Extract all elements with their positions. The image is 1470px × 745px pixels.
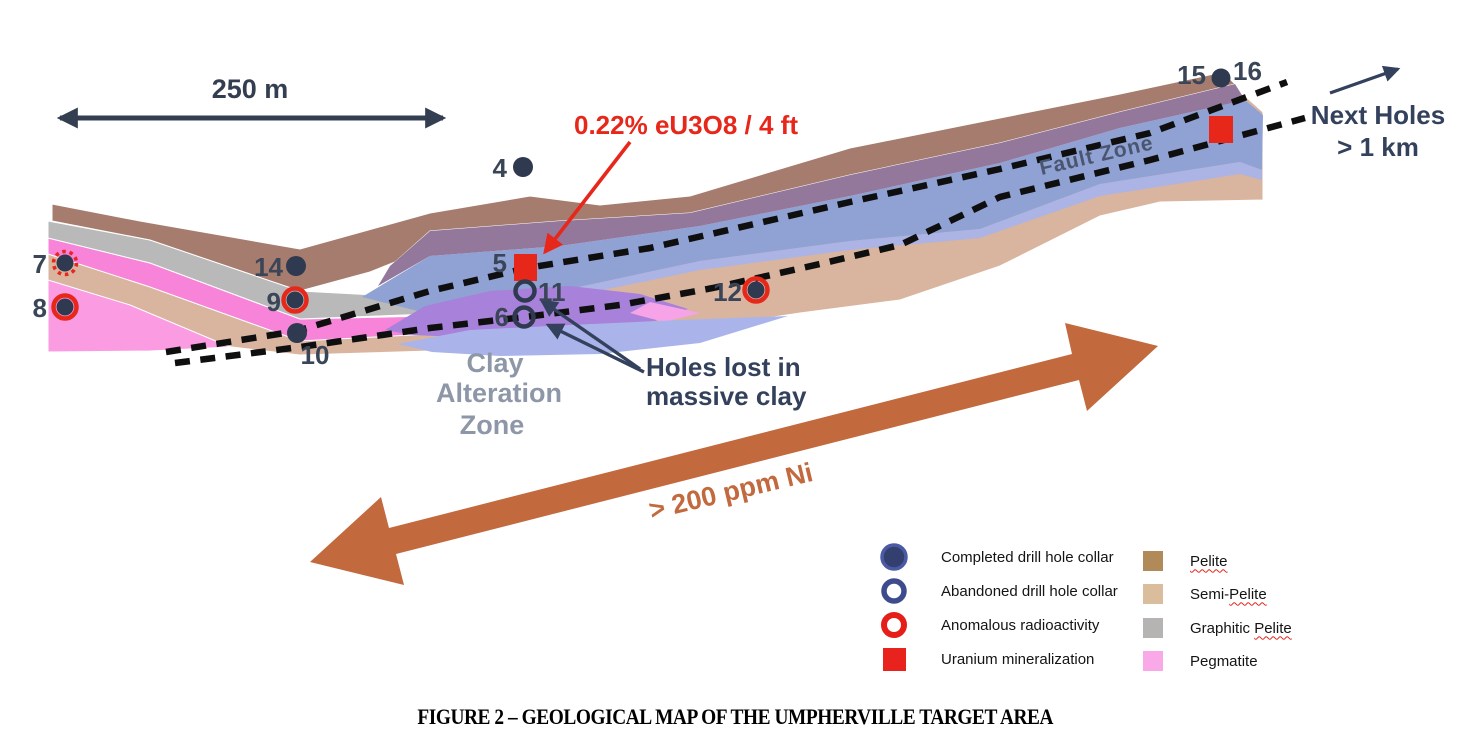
uranium-mineralization-icon: [883, 648, 906, 671]
drill-hole-11-marker: [513, 279, 537, 303]
drill-hole-12-marker: [747, 281, 765, 299]
legend-label-uranium: Uranium mineralization: [941, 650, 1095, 668]
fault-boundary-upper-dashed-line: [165, 78, 1289, 356]
clay-zone-label-line1: Clay: [466, 348, 523, 378]
drill-hole-7-marker: [56, 254, 74, 272]
drill-hole-8-label: 8: [33, 293, 47, 323]
drill-hole-6-marker: [512, 305, 536, 329]
next-holes-arrow: [1329, 65, 1401, 95]
next-holes-annotation: Next Holes > 1 km: [1311, 65, 1445, 162]
drill-hole-10-marker: [287, 323, 307, 343]
drill-holes: 4 5 6 7 8 9 10 11 12 14 15 16: [33, 56, 1262, 370]
legend-label-graphitic-pelite: Graphitic Pelite: [1190, 619, 1292, 637]
graphitic-pelite-swatch: [1143, 618, 1163, 638]
figure-caption: FIGURE 2 – GEOLOGICAL MAP OF THE UMPHERV…: [417, 704, 1053, 729]
fault-zone-dashed-lines: [165, 78, 1306, 367]
drill-hole-4-label: 4: [493, 153, 508, 183]
legend-label-semi-pelite: Semi-Pelite: [1190, 585, 1267, 603]
fault-boundary-lower-dashed-line: [174, 114, 1306, 367]
drill-hole-8-ring: [51, 293, 79, 321]
clay-zone-label-line3: Zone: [460, 410, 525, 440]
legend-label-completed: Completed drill hole collar: [941, 548, 1114, 566]
abandoned-drill-hole-icon: [881, 578, 907, 604]
legend-label-anomalous: Anomalous radioactivity: [941, 616, 1100, 634]
ni-arrow-shape: [310, 323, 1158, 585]
semi-pelite-swatch: [1143, 584, 1163, 604]
legend-item-completed: Completed drill hole collar: [880, 543, 1114, 571]
drill-hole-5-marker: [514, 254, 537, 281]
drill-hole-10-label: 10: [301, 340, 330, 370]
holes-lost-annotation: Holes lost in massive clay: [539, 299, 807, 411]
drill-hole-8-marker: [56, 298, 74, 316]
legend-item-graphitic-pelite: Graphitic Pelite: [1143, 615, 1292, 641]
legend-label-pegmatite: Pegmatite: [1190, 652, 1258, 670]
drill-hole-15-label: 15: [1177, 60, 1206, 90]
holes-lost-arrow-2: [545, 323, 645, 374]
legend-label-pelite: Pelite: [1190, 552, 1228, 570]
drill-hole-4-marker: [513, 157, 533, 177]
holes-lost-arrow-1: [539, 299, 641, 371]
pegmatite-sliver-polygon: [630, 302, 700, 322]
drill-hole-12-label: 12: [713, 277, 742, 307]
drill-hole-11-label: 11: [538, 277, 566, 307]
legend-item-anomalous: Anomalous radioactivity: [880, 612, 1099, 638]
drill-hole-7-dotted-ring: [51, 249, 79, 277]
legend-item-pegmatite: Pegmatite: [1143, 648, 1258, 674]
drill-hole-9-marker: [286, 291, 304, 309]
drill-hole-5-label: 5: [493, 248, 507, 278]
anomalous-radioactivity-icon: [881, 612, 907, 638]
drill-hole-14-label: 14: [254, 252, 283, 282]
next-holes-label-line2: > 1 km: [1337, 132, 1419, 162]
uranium-mineralization-right-marker: [1209, 116, 1233, 143]
holes-lost-label-line1: Holes lost in: [646, 352, 801, 382]
fault-zone-blue-band-polygon: [362, 100, 1263, 314]
pelite-fault-overlap-mauve-polygon: [378, 84, 1245, 286]
next-holes-label-line1: Next Holes: [1311, 100, 1445, 130]
clay-zone-label-line2: Alteration: [436, 378, 562, 408]
legend-item-abandoned: Abandoned drill hole collar: [880, 578, 1118, 604]
drill-hole-16-label: 16: [1233, 56, 1262, 86]
drill-hole-9-label: 9: [267, 287, 281, 317]
legend-label-abandoned: Abandoned drill hole collar: [941, 582, 1118, 600]
drill-hole-7-label: 7: [33, 249, 47, 279]
drill-hole-14-marker: [286, 256, 306, 276]
holes-lost-label-line2: massive clay: [646, 381, 807, 411]
scale-bar-label: 250 m: [212, 74, 289, 104]
drill-hole-6-label: 6: [495, 302, 509, 332]
pegmatite-swatch: [1143, 651, 1163, 671]
clay-alteration-zone-label: Clay Alteration Zone: [436, 348, 562, 440]
legend-item-uranium: Uranium mineralization: [880, 646, 1094, 672]
grade-annotation-arrow: [543, 140, 632, 255]
scale-bar: 250 m: [56, 74, 447, 129]
grade-annotation-label: 0.22% eU3O8 / 4 ft: [574, 110, 798, 140]
drill-hole-9-ring: [281, 286, 309, 314]
fault-zone-light-edge-polygon: [560, 162, 1262, 299]
grade-annotation: 0.22% eU3O8 / 4 ft: [543, 110, 798, 255]
pegmatite-wedge-polygon: [47, 279, 231, 353]
drill-hole-15-16-marker: [1211, 68, 1231, 88]
drill-hole-12-ring: [742, 276, 770, 304]
pelite-swatch: [1143, 551, 1163, 571]
completed-drill-hole-icon: [880, 543, 908, 571]
legend-item-semi-pelite: Semi-Pelite: [1143, 581, 1267, 607]
legend-item-pelite: Pelite: [1143, 548, 1228, 574]
